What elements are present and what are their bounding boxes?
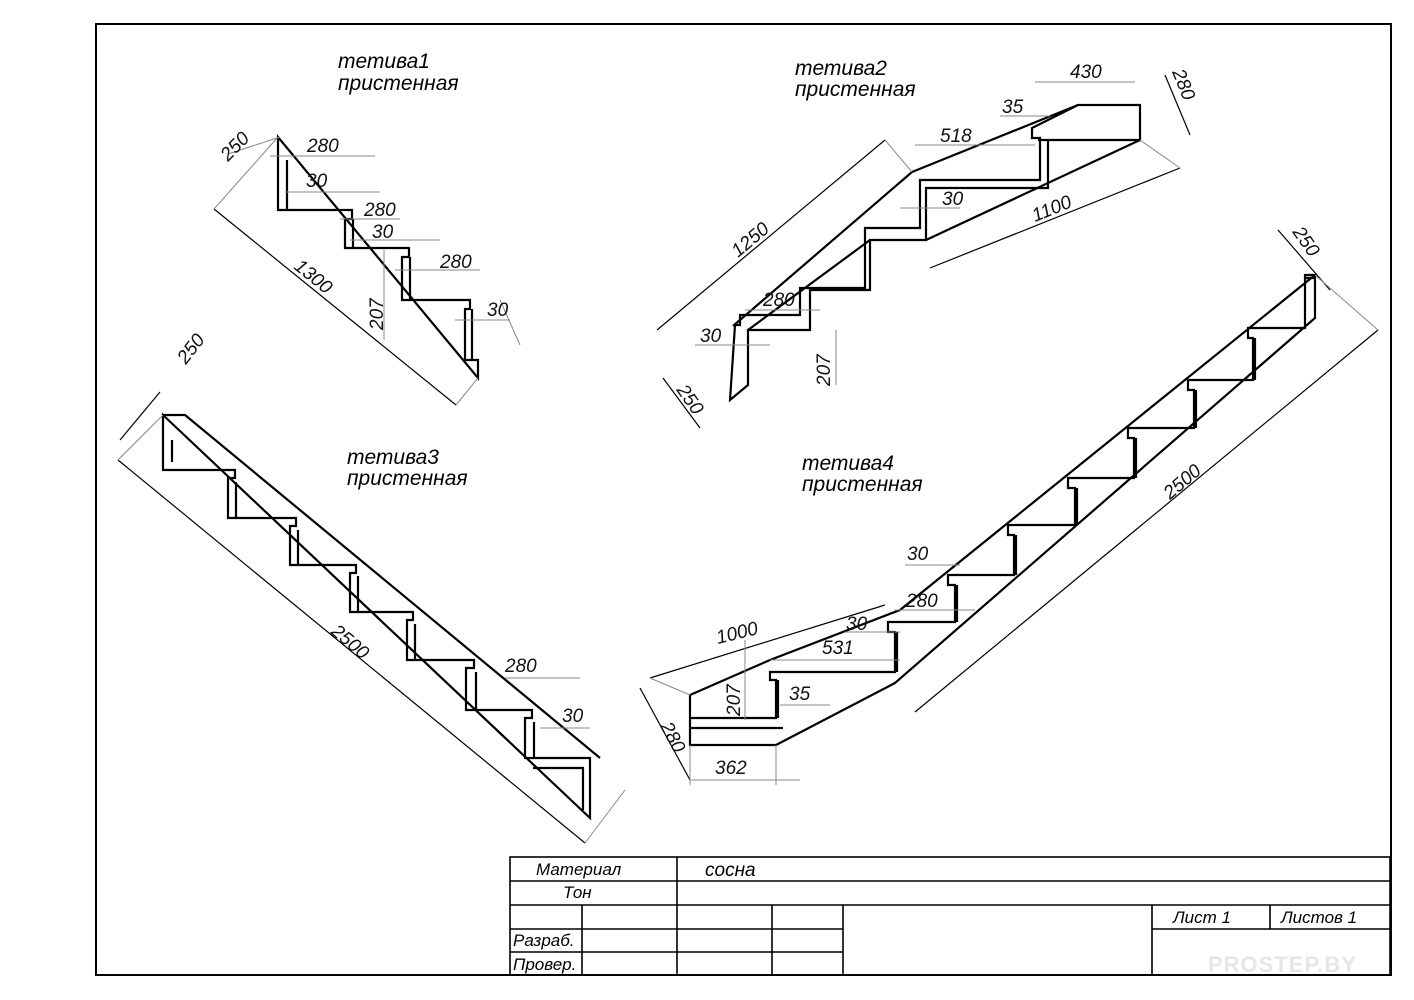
s2-dim-bottom-width: 250 [671,380,707,419]
s2-dim-landing: 518 [940,126,972,147]
s4-dim-length: 2500 [1159,460,1206,504]
s4-dim-landing: 531 [822,638,854,659]
stringer-1-drawing: 280 30 280 30 280 30 207 250 1300 [213,128,521,406]
s1-dim-nose-a: 30 [306,171,328,192]
s1-dim-riser: 207 [367,297,388,331]
stringer-1-name: тетива1 [338,50,430,73]
stringer-4-inner-lines [689,274,1316,730]
s4-dim-riser: 207 [724,683,745,717]
material-value: сосна [705,860,756,881]
stringer-4-title: тетива4 пристенная [802,452,923,496]
stringer-4-drawing: 250 2500 30 280 30 1000 531 207 35 280 3… [639,222,1379,785]
stringer-1-title: тетива1 пристенная [338,50,459,95]
stringer-2-upper-length-line [929,167,1181,269]
drawing-frame [95,23,1392,976]
s1-dim-tread-b: 280 [363,200,396,221]
stringer-4-length-line [914,329,1379,713]
stringer-2-drawing: 430 280 35 518 30 1100 1250 280 30 207 2… [656,62,1199,429]
tone-label: Тон [563,883,592,902]
s4-dim-width: 250 [1287,222,1323,261]
stringer-2-outline [728,103,1142,403]
s3-dim-width: 250 [173,330,210,369]
stringer-1-inner-lines [285,160,474,360]
stringer-3-type: пристенная [347,467,468,490]
stringer-4-outline [688,273,1317,747]
s2-dim-tread: 280 [762,290,795,311]
s2-dim-riser: 207 [814,353,835,387]
s1-dim-length: 1300 [290,256,336,299]
s4-dim-nose-top: 30 [907,544,929,565]
stringer-3-title: тетива3 пристенная [347,446,468,490]
stringer-2-lower-length-line [656,139,886,331]
s4-dim-nose-mid: 30 [846,614,868,635]
stringer-4-landing-length-line [649,604,886,679]
checker-label: Провер. [513,955,576,974]
s1-dim-nose-c: 30 [487,300,509,321]
watermark: PROSTEP.BY [1208,952,1357,977]
s4-dim-landing-length: 1000 [714,618,761,649]
stringer-2-type: пристенная [795,78,916,101]
sheets-label: Листов 1 [1280,908,1357,927]
s3-dim-length: 2500 [326,620,373,664]
s2-dim-top-nose: 35 [1002,97,1024,118]
s3-dim-tread: 280 [504,656,537,677]
s2-dim-mid-nose: 30 [942,189,964,210]
s2-dim-nose: 30 [700,326,722,347]
developer-label: Разраб. [513,931,575,950]
stringer-4-type: пристенная [802,473,923,496]
s4-dim-tread: 280 [905,591,938,612]
s2-dim-lower-length: 1250 [728,218,774,262]
s4-dim-nose-low: 35 [789,684,811,705]
material-label: Материал [536,860,622,879]
stringer-3-length-line [117,459,586,844]
s1-dim-tread-a: 280 [306,136,339,157]
s2-dim-upper-length: 1100 [1029,192,1075,227]
s4-dim-bottom-length: 362 [715,758,747,779]
stringer-4-name: тетива4 [802,452,894,475]
stringer-2-title: тетива2 пристенная [795,57,916,101]
stringer-3-outline [161,412,592,821]
s1-dim-tread-c: 280 [439,252,472,273]
s3-dim-nose: 30 [562,706,584,727]
stringer-1-length-line [213,208,457,406]
stringer-2-name: тетива2 [795,57,887,80]
stringer-1-outline [276,133,480,382]
title-block: Материал сосна Тон Разраб. Провер. Лист … [509,856,1391,976]
s1-dim-nose-b: 30 [372,222,394,243]
sheet-label: Лист 1 [1172,908,1231,927]
stringer-3-inner-lines [163,413,601,810]
s2-dim-top-width: 280 [1167,65,1199,104]
stringer-3-drawing: 250 2500 280 30 [117,330,626,844]
stringer-3-name: тетива3 [347,446,439,469]
s2-dim-top-tread: 430 [1070,62,1102,83]
s1-dim-width: 250 [216,128,254,166]
stringer-2-edges [732,103,1141,331]
s4-dim-left-width: 280 [655,718,689,757]
stringer-1-type: пристенная [338,72,459,95]
